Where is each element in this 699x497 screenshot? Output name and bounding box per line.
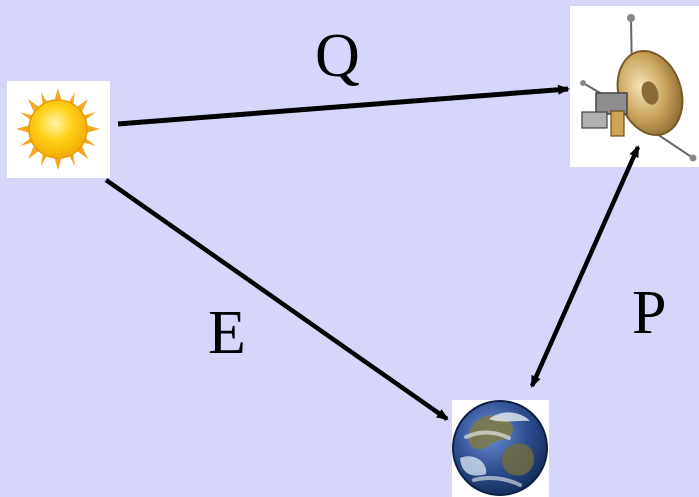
probe-node	[570, 6, 699, 167]
arrow-sun-to-probe	[117, 84, 570, 127]
earth-node	[452, 400, 549, 497]
sun-icon	[16, 88, 100, 170]
arrow-sun-to-earth	[104, 178, 449, 421]
earth-icon	[452, 400, 548, 496]
arrow-probe-earth-double	[529, 145, 641, 388]
label-p: P	[632, 279, 667, 347]
space-probe-icon	[580, 14, 697, 162]
sun-node	[7, 81, 110, 178]
label-q: Q	[315, 22, 360, 90]
label-e: E	[208, 299, 246, 367]
